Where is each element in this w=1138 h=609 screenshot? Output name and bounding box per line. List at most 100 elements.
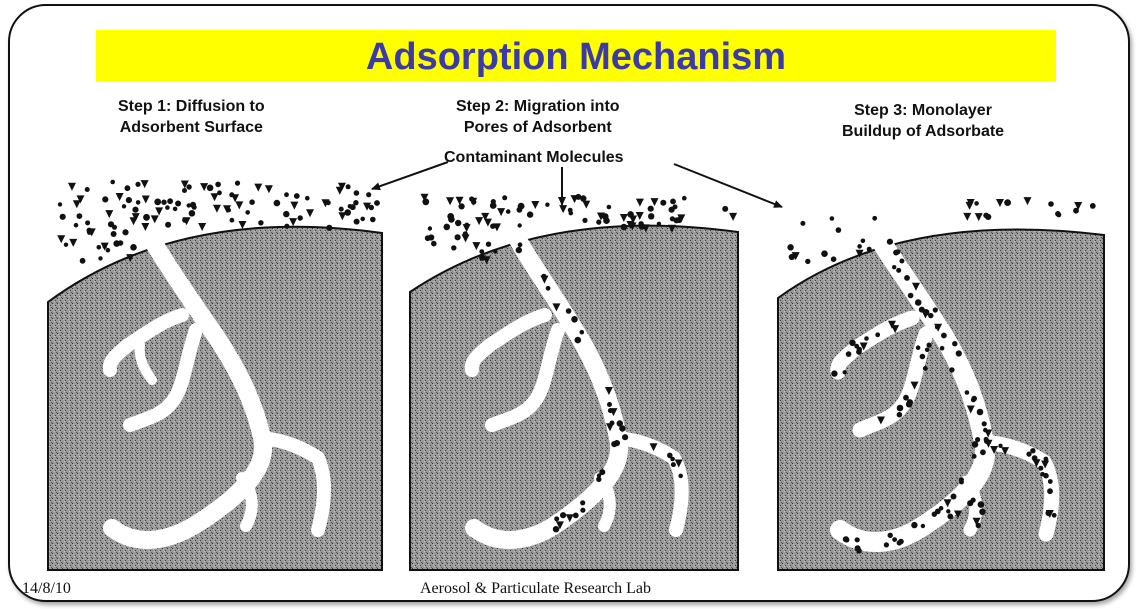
- molecule-dot: [1038, 466, 1043, 471]
- molecule-dot: [125, 185, 131, 191]
- molecule-dot: [110, 180, 115, 185]
- molecule-triangle: [69, 239, 77, 247]
- molecule-dot: [491, 199, 496, 204]
- molecule-dot: [339, 207, 344, 212]
- molecule-dot: [979, 509, 985, 515]
- molecule-dot: [978, 501, 985, 508]
- molecule-triangle: [497, 208, 505, 216]
- molecule-dot: [360, 217, 365, 222]
- molecule-dot: [982, 421, 987, 426]
- molecule-dot: [897, 412, 903, 418]
- molecule-dot: [77, 213, 83, 219]
- molecule-dot: [354, 190, 360, 196]
- molecule-dot: [608, 408, 613, 413]
- molecule-dot: [946, 509, 950, 513]
- molecule-dot: [103, 244, 107, 248]
- molecule-dot: [546, 286, 551, 291]
- molecule-triangle: [338, 212, 346, 220]
- molecule-dot: [582, 218, 587, 223]
- molecule-dot: [617, 420, 623, 426]
- molecule-dot: [580, 195, 586, 201]
- molecule-dot: [831, 256, 837, 262]
- molecule-dot: [657, 222, 661, 226]
- molecule-dot: [444, 224, 451, 231]
- molecule-dot: [182, 217, 188, 223]
- molecule-dot: [518, 242, 523, 247]
- molecule-triangle: [559, 205, 567, 213]
- molecule-dot: [283, 211, 289, 217]
- molecule-dot: [1090, 203, 1096, 209]
- molecule-triangle: [142, 196, 150, 204]
- molecule-dot: [622, 434, 628, 440]
- molecule-dot: [506, 209, 511, 214]
- molecule-dot: [621, 224, 628, 231]
- molecule-dot: [258, 220, 263, 225]
- molecule-dot: [821, 250, 828, 257]
- molecule-triangle: [238, 221, 246, 229]
- molecule-dot: [230, 218, 235, 223]
- molecule-dot: [294, 193, 300, 199]
- molecule-dot: [74, 223, 79, 228]
- molecule-dot: [939, 506, 944, 511]
- molecule-dot: [971, 396, 977, 402]
- molecule-triangle: [116, 193, 124, 201]
- molecule-dot: [130, 244, 137, 251]
- molecule-dot: [933, 307, 938, 312]
- molecule-dot: [596, 220, 601, 225]
- molecule-triangle: [306, 209, 314, 217]
- molecule-dot: [1048, 479, 1053, 484]
- molecule-dot: [952, 341, 957, 346]
- molecule-triangle: [336, 187, 344, 195]
- molecule-dot: [977, 409, 984, 416]
- molecule-dot: [274, 200, 281, 207]
- molecule-dot: [490, 224, 495, 229]
- panel-1-adsorbent: [48, 227, 382, 570]
- molecule-dot: [106, 248, 111, 253]
- molecule-triangle: [151, 215, 159, 223]
- molecule-dot: [126, 197, 132, 203]
- molecule-dot: [861, 239, 866, 244]
- molecule-dot: [518, 223, 522, 227]
- molecule-dot: [85, 187, 90, 192]
- molecule-dot: [80, 258, 86, 264]
- molecule-dot: [108, 221, 114, 227]
- molecule-dot: [897, 405, 904, 412]
- molecule-dot: [670, 199, 676, 205]
- panel-3-adsorbent: [778, 229, 1104, 570]
- molecule-dot: [541, 274, 546, 279]
- molecule-dot: [102, 196, 108, 202]
- molecule-triangle: [57, 235, 65, 243]
- molecule-dot: [947, 514, 953, 520]
- molecule-triangle: [636, 212, 644, 220]
- molecule-dot: [857, 347, 862, 352]
- molecule-dot: [956, 350, 962, 356]
- molecule-triangle: [290, 202, 298, 210]
- molecule-triangle: [141, 180, 149, 188]
- molecule-triangle: [105, 210, 113, 218]
- molecule-dot: [983, 428, 988, 433]
- molecule-dot: [573, 513, 579, 519]
- molecule-dot: [560, 512, 566, 518]
- molecule-dot: [479, 249, 484, 254]
- molecule-dot: [800, 221, 805, 226]
- molecule-dot: [984, 437, 989, 442]
- molecule-dot: [189, 210, 196, 217]
- molecule-dot: [789, 254, 795, 260]
- molecule-dot: [554, 516, 559, 521]
- molecule-triangle: [446, 197, 454, 205]
- molecule-dot: [843, 370, 847, 374]
- molecule-dot: [207, 185, 214, 192]
- molecule-dot: [843, 536, 849, 542]
- molecule-triangle: [531, 201, 539, 209]
- molecule-dot: [846, 351, 852, 357]
- molecule-triangle: [1024, 197, 1032, 205]
- molecule-dot: [346, 184, 351, 189]
- molecule-dot: [864, 336, 869, 341]
- molecule-triangle: [130, 217, 138, 225]
- molecule-dot: [627, 211, 634, 218]
- molecule-dot: [607, 205, 612, 210]
- molecule-dot: [875, 332, 880, 337]
- footer-date: 14/8/10: [22, 580, 71, 598]
- molecule-dot: [895, 249, 900, 254]
- molecule-dot: [1004, 199, 1011, 206]
